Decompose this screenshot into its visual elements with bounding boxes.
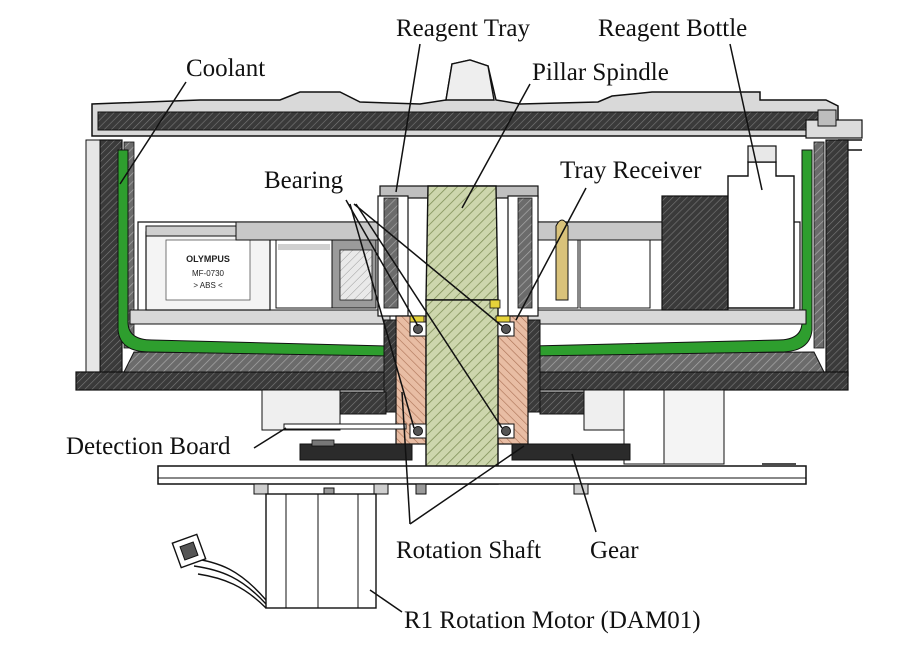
leader-pillar-spindle <box>461 83 531 209</box>
r1-rotation-motor <box>171 493 377 609</box>
cartridge-brand: OLYMPUS <box>186 254 230 264</box>
cartridge-label: OLYMPUS MF-0730 > ABS < <box>186 254 230 290</box>
label-pillar-spindle: Pillar Spindle <box>532 59 669 86</box>
label-gear: Gear <box>590 537 639 564</box>
leader-bearing-4 <box>355 203 503 429</box>
leader-tray-receiver <box>515 187 587 321</box>
leader-lines <box>119 43 763 613</box>
cartridge-model: MF-0730 <box>192 269 225 278</box>
label-detection-board: Detection Board <box>66 433 231 460</box>
leader-bearing-3 <box>353 203 503 327</box>
leader-rotation-shaft-1 <box>401 391 411 525</box>
lid <box>91 59 863 151</box>
bearing-lower-left <box>409 423 427 439</box>
bearing-upper-left <box>409 321 427 337</box>
leader-coolant <box>119 81 187 185</box>
leader-detection-board <box>253 427 287 449</box>
label-tray-receiver: Tray Receiver <box>560 157 702 184</box>
leader-reagent-tray <box>395 43 421 193</box>
leader-gear <box>571 453 597 533</box>
label-r1-rotation-motor: R1 Rotation Motor (DAM01) <box>404 607 701 634</box>
leader-rotation-shaft-2 <box>409 445 525 525</box>
label-bearing: Bearing <box>264 167 344 194</box>
leader-reagent-bottle <box>729 43 763 191</box>
label-reagent-tray: Reagent Tray <box>396 15 531 42</box>
label-reagent-bottle: Reagent Bottle <box>598 15 748 42</box>
leader-bearing-2 <box>349 203 415 429</box>
cartridge-material: > ABS < <box>193 281 223 290</box>
leader-motor <box>369 589 403 613</box>
pillar-spindle-assembly <box>377 185 539 317</box>
leader-bearing-1 <box>345 199 419 327</box>
label-coolant: Coolant <box>186 55 266 82</box>
reagent-tray-body <box>129 145 807 325</box>
label-rotation-shaft: Rotation Shaft <box>396 537 542 564</box>
